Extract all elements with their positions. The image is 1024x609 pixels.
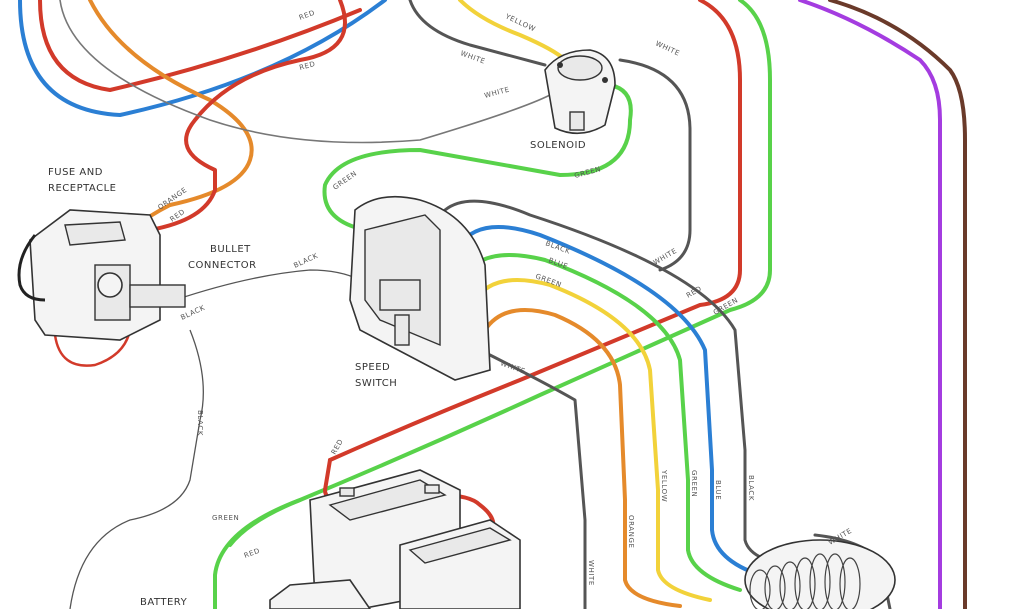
- wire-label-orange-2: ORANGE: [627, 515, 635, 549]
- wire-label-green-2: GREEN: [573, 165, 602, 180]
- batteries: [269, 469, 521, 609]
- wire-label-red-6: RED: [243, 547, 261, 560]
- wire-label-yellow-2: YELLOW: [660, 469, 668, 502]
- bullet-label-line2: CONNECTOR: [188, 260, 257, 271]
- wire-blue-top: [18, 0, 387, 117]
- speed-switch-label-line2: SWITCH: [355, 378, 397, 389]
- wire-red-fuse: [148, 188, 217, 232]
- wire-label-blue: BLUE: [547, 256, 569, 270]
- solenoid-label: SOLENOID: [530, 140, 586, 151]
- wire-green-speed: [463, 253, 742, 592]
- wire-label-white-2: WHITE: [483, 85, 510, 99]
- wire-label-red-1: RED: [298, 9, 316, 22]
- wire-purple: [798, 0, 942, 609]
- wire-black-bullet: [174, 269, 361, 301]
- wire-gray-speed: [443, 199, 792, 567]
- fuse-label-line1: FUSE AND: [48, 167, 103, 178]
- wire-label-blue-2: BLUE: [714, 480, 722, 500]
- speed-switch: [349, 195, 491, 381]
- wire-gray-speed2: [478, 348, 587, 609]
- battery-label: BATTERY: [140, 597, 188, 608]
- wire-yellow-solenoid: [458, 0, 567, 62]
- wire-gray-top: [59, 0, 551, 144]
- solenoid: [544, 49, 616, 135]
- wire-green-solenoid: [322, 83, 633, 232]
- wire-label-black-1: BLACK: [292, 252, 319, 270]
- wire-label-white-4: WHITE: [499, 359, 526, 375]
- wire-gray-solenoid: [408, 0, 547, 67]
- wire-label-white-6: WHITE: [587, 560, 595, 586]
- wire-blue-speed: [458, 225, 762, 577]
- wire-orange-top: [88, 0, 254, 207]
- wire-label-green-6: GREEN: [690, 470, 698, 497]
- wire-yellow-speed: [473, 278, 712, 602]
- fuse-receptacle: [17, 209, 186, 341]
- wire-label-red-4: RED: [685, 285, 703, 300]
- wire-label-green-3: GREEN: [534, 272, 562, 289]
- wire-black-left: [69, 329, 204, 609]
- wire-red-loop: [184, 0, 347, 192]
- wire-label-black-5: BLACK: [747, 475, 755, 501]
- speed-switch-label-line1: SPEED: [355, 362, 390, 373]
- wire-label-red-2: RED: [298, 60, 316, 72]
- wire-label-black-4: BLACK: [196, 410, 204, 436]
- wire-red-fuse-down: [53, 328, 132, 367]
- wire-label-green-5: GREEN: [212, 514, 239, 522]
- wire-red-right: [328, 0, 742, 462]
- wire-label-orange: ORANGE: [157, 186, 189, 212]
- wire-label-white-1: WHITE: [459, 49, 486, 65]
- wire-label-white-3: WHITE: [654, 40, 681, 58]
- wire-red-top: [38, 0, 362, 92]
- bullet-label-line1: BULLET: [210, 244, 251, 255]
- wire-brown: [828, 0, 967, 609]
- wire-gray-right: [618, 58, 692, 272]
- motor-coil: [744, 539, 896, 609]
- wire-green-battery: [228, 498, 302, 547]
- wire-orange-speed: [483, 308, 682, 608]
- fuse-label-line2: RECEPTACLE: [48, 183, 116, 194]
